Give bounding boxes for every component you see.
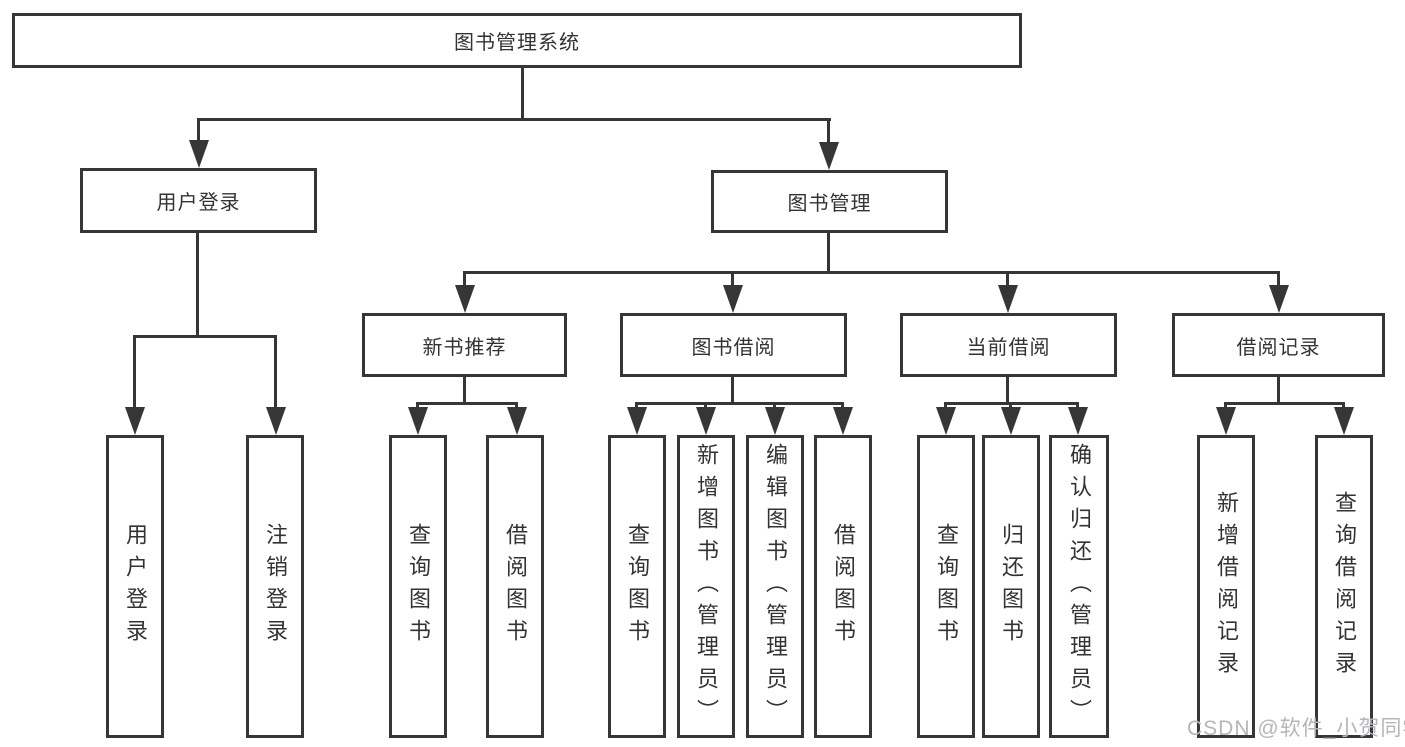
arrow-down-icon xyxy=(819,142,839,170)
leaf-user-login: 用户登录 xyxy=(106,435,164,738)
connector-line xyxy=(1277,271,1280,291)
arrow-down-icon xyxy=(696,407,716,435)
connector-line xyxy=(196,233,199,338)
leaf-borrow-borrow-books: 借阅图书 xyxy=(814,435,872,738)
leaf-borrow-edit-books-admin: 编辑图书（管理员） xyxy=(746,435,804,738)
connector-line xyxy=(827,118,830,150)
node-borrow-records: 借阅记录 xyxy=(1172,313,1385,377)
node-root-system: 图书管理系统 xyxy=(12,13,1022,68)
connector-line xyxy=(133,335,277,338)
leaf-borrow-add-books-admin: 新增图书（管理员） xyxy=(677,435,735,738)
connector-line xyxy=(827,233,830,274)
arrow-down-icon xyxy=(189,140,209,168)
arrow-down-icon xyxy=(833,407,853,435)
connector-line xyxy=(197,118,200,150)
leaf-records-query-record: 查询借阅记录 xyxy=(1315,435,1373,738)
connector-line xyxy=(197,118,831,121)
arrow-down-icon xyxy=(1269,285,1289,313)
connector-line xyxy=(133,335,136,413)
leaf-current-query-books: 查询图书 xyxy=(917,435,975,738)
connector-line xyxy=(463,377,466,405)
connector-line xyxy=(635,402,844,405)
arrow-down-icon xyxy=(627,407,647,435)
arrow-down-icon xyxy=(1334,407,1354,435)
arrow-down-icon xyxy=(455,285,475,313)
connector-line xyxy=(463,271,466,291)
arrow-down-icon xyxy=(936,407,956,435)
arrow-down-icon xyxy=(507,407,527,435)
connector-line xyxy=(1224,402,1344,405)
leaf-logout: 注销登录 xyxy=(246,435,304,738)
connector-line xyxy=(274,335,277,413)
connector-line xyxy=(416,402,518,405)
connector-line xyxy=(1006,271,1009,291)
leaf-current-return-books: 归还图书 xyxy=(982,435,1040,738)
arrow-down-icon xyxy=(1068,407,1088,435)
connector-line xyxy=(463,271,1280,274)
node-book-management: 图书管理 xyxy=(711,170,948,233)
arrow-down-icon xyxy=(1001,407,1021,435)
node-user-login: 用户登录 xyxy=(80,168,317,233)
node-current-borrow: 当前借阅 xyxy=(900,313,1117,377)
watermark: CSDN @软件_小贺同学 xyxy=(1187,717,1405,740)
connector-line xyxy=(1006,377,1009,405)
arrow-down-icon xyxy=(723,285,743,313)
arrow-down-icon xyxy=(1216,407,1236,435)
leaf-current-confirm-return-admin: 确认归还（管理员） xyxy=(1049,435,1109,738)
leaf-borrow-query-books: 查询图书 xyxy=(608,435,666,738)
leaf-recommend-query-books: 查询图书 xyxy=(389,435,447,738)
arrow-down-icon xyxy=(998,285,1018,313)
leaf-records-add-record: 新增借阅记录 xyxy=(1197,435,1255,738)
arrow-down-icon xyxy=(408,407,428,435)
connector-line xyxy=(521,68,524,120)
connector-line xyxy=(731,271,734,291)
node-new-book-recommend: 新书推荐 xyxy=(362,313,567,377)
leaf-recommend-borrow-books: 借阅图书 xyxy=(486,435,544,738)
arrow-down-icon xyxy=(266,407,286,435)
connector-line xyxy=(731,377,734,405)
arrow-down-icon xyxy=(765,407,785,435)
connector-line xyxy=(1277,377,1280,405)
arrow-down-icon xyxy=(125,407,145,435)
node-book-borrow: 图书借阅 xyxy=(620,313,847,377)
